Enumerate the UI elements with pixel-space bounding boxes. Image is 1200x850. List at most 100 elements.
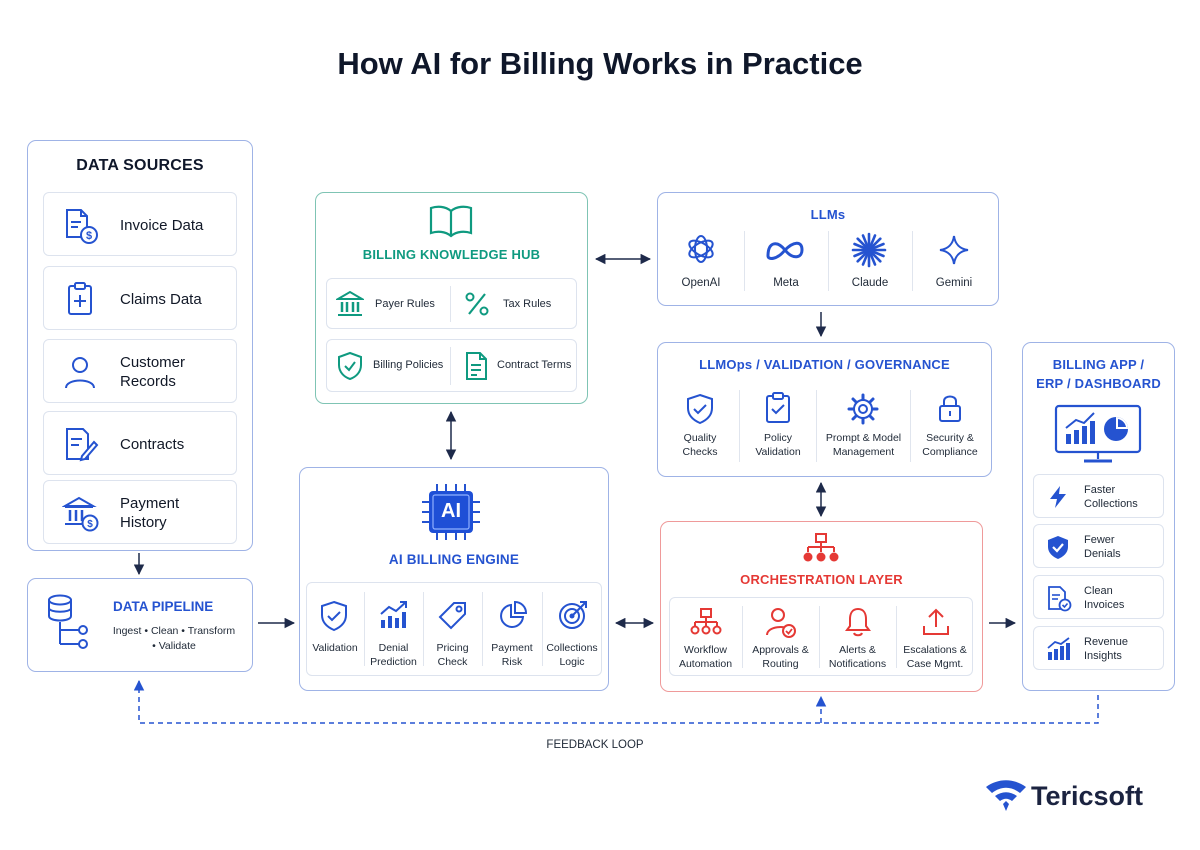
- invoice-check-icon: [1046, 586, 1072, 612]
- label-line: Fewer: [1084, 534, 1115, 546]
- llms-header: LLMs: [810, 207, 846, 222]
- label-line: Case Mgmt.: [906, 658, 964, 670]
- data-sources-header: DATA SOURCES: [76, 157, 204, 174]
- hub-label-billing-policies: Billing Policies: [373, 359, 444, 371]
- label-line: Quality: [683, 432, 717, 444]
- label-line: Policy: [763, 432, 792, 444]
- engine-label-pricing: Pricing Check: [424, 641, 481, 669]
- knowledge-hub-header: BILLING KNOWLEDGE HUB: [362, 247, 541, 262]
- label-line: Faster: [1084, 484, 1116, 496]
- shield-check-icon: [336, 351, 364, 381]
- divider: [819, 606, 820, 668]
- divider: [912, 231, 913, 291]
- divider: [828, 231, 829, 291]
- divider: [450, 286, 451, 322]
- llm-label-claude: Claude: [851, 277, 889, 289]
- hub-label-contract-terms: Contract Terms: [497, 359, 572, 371]
- percent-icon: [463, 290, 491, 318]
- label-line: Compliance: [922, 446, 978, 458]
- feedback-loop-label: FEEDBACK LOOP: [546, 739, 644, 751]
- label-line: Automation: [678, 658, 733, 670]
- bank-dollar-icon: $: [62, 495, 100, 533]
- label-line: Check: [437, 656, 468, 668]
- dashboard-monitor-icon: [1054, 404, 1142, 464]
- label-line: Validation: [312, 642, 358, 654]
- divider: [896, 606, 897, 668]
- label-line: Management: [832, 446, 895, 458]
- billing-app-header-line2: ERP / DASHBOARD: [1036, 376, 1161, 391]
- divider: [744, 231, 745, 291]
- orchestration-header: ORCHESTRATION LAYER: [740, 572, 903, 587]
- source-item-invoice: $ Invoice Data: [43, 192, 237, 256]
- engine-label-collections: Collections Logic: [543, 641, 601, 669]
- label-line: Insights: [1084, 650, 1122, 662]
- label-line: Prediction: [370, 656, 417, 668]
- meta-icon: [765, 238, 805, 262]
- billing-app-header-line1: BILLING APP /: [1052, 357, 1145, 372]
- hub-row-2: [326, 339, 577, 392]
- divider: [364, 592, 365, 666]
- database-flow-icon: [45, 592, 97, 652]
- workflow-icon: [690, 607, 722, 637]
- gear-icon: [847, 393, 879, 425]
- upload-icon: [921, 606, 951, 638]
- hub-label-tax-rules: Tax Rules: [503, 298, 552, 310]
- trend-up-chart-icon: [378, 600, 410, 630]
- tericsoft-logo-icon: [984, 779, 1028, 813]
- divider: [816, 390, 817, 462]
- gemini-icon: [938, 234, 970, 266]
- feedback-loop-line: [133, 679, 1099, 724]
- engine-label-validation: Validation: [307, 641, 363, 655]
- user-check-icon: [765, 606, 797, 638]
- label-line: Routing: [762, 658, 799, 670]
- label-line: Security &: [926, 432, 974, 444]
- hub-label-payer-rules: Payer Rules: [375, 298, 435, 310]
- contract-pen-icon: [62, 426, 100, 464]
- divider: [482, 592, 483, 666]
- engine-label-denial: Denial Prediction: [365, 641, 422, 669]
- label-line: Denial: [378, 642, 409, 654]
- source-label: Invoice Data: [120, 216, 204, 234]
- bell-icon: [844, 606, 872, 638]
- brand-name: Tericsoft: [1031, 781, 1144, 811]
- target-icon: [557, 599, 589, 631]
- source-label: Contracts: [120, 435, 185, 453]
- llmops-label-policy: Policy Validation: [741, 431, 815, 459]
- open-book-icon: [428, 203, 474, 239]
- lightning-icon: [1046, 485, 1070, 509]
- label-line: Clean: [1084, 585, 1113, 597]
- user-icon: [62, 354, 100, 392]
- orchestration-row: [669, 597, 973, 676]
- invoice-dollar-icon: $: [62, 207, 100, 245]
- llm-label-meta: Meta: [773, 277, 799, 289]
- label-line: Risk: [501, 656, 523, 668]
- shield-check-icon: [320, 600, 348, 632]
- source-label: Payment History: [120, 495, 180, 531]
- label-line: Notifications: [828, 658, 887, 670]
- orch-label-approvals: Approvals & Routing: [743, 643, 818, 671]
- svg-text:$: $: [86, 230, 92, 242]
- llmops-label-quality: Quality Checks: [664, 431, 736, 459]
- ai-chip-icon: [419, 481, 483, 543]
- source-item-claims: Claims Data: [43, 266, 237, 330]
- source-item-payment: $ Payment History: [43, 480, 237, 544]
- bank-icon: [336, 290, 364, 318]
- pipeline-steps-line1: Ingest • Clean • Transform: [112, 625, 236, 637]
- page-title: How AI for Billing Works in Practice: [337, 46, 863, 81]
- pipeline-header: DATA PIPELINE: [113, 599, 214, 614]
- clipboard-check-icon: [765, 392, 791, 424]
- clipboard-plus-icon: [62, 281, 100, 319]
- org-tree-icon: [802, 532, 840, 564]
- divider: [450, 347, 451, 385]
- source-item-customer: Customer Records: [43, 339, 237, 403]
- shield-check-icon: [1046, 535, 1070, 561]
- price-tag-icon: [438, 600, 468, 630]
- label-line: Escalations &: [903, 644, 967, 656]
- llmops-label-prompt: Prompt & Model Management: [818, 431, 909, 459]
- shield-check-icon: [686, 393, 714, 425]
- divider: [423, 592, 424, 666]
- label-line: Payment: [491, 642, 533, 654]
